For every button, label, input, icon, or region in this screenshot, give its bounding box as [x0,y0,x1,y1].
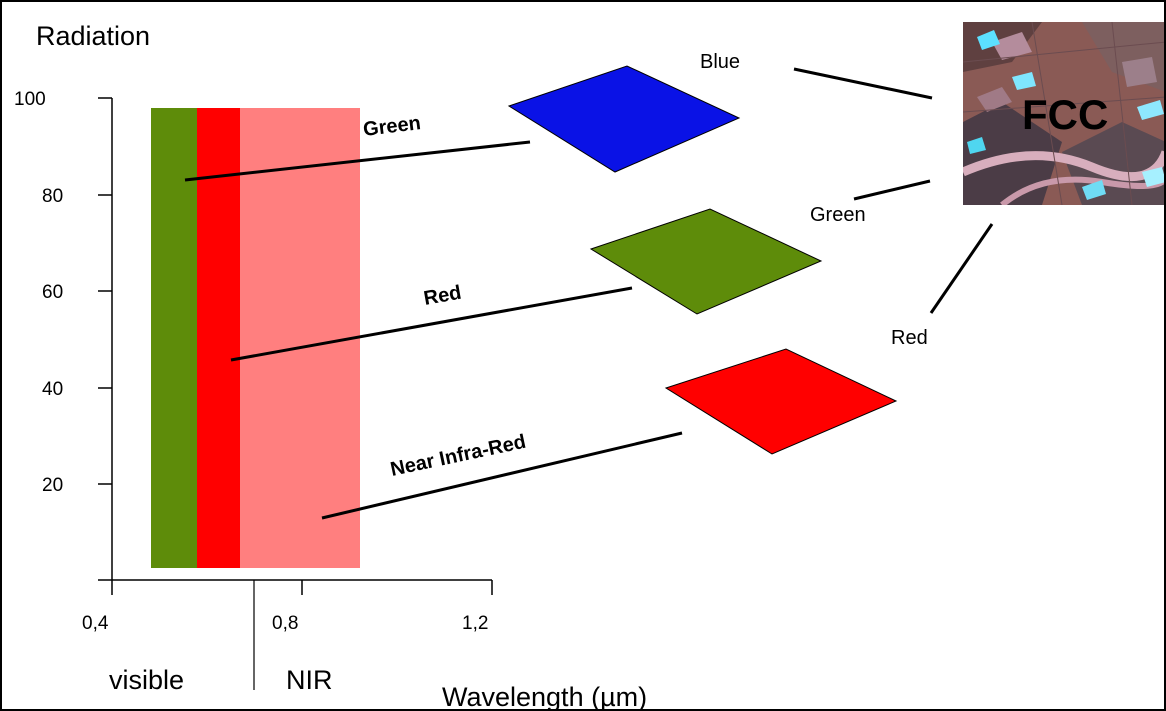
visible-region-label: visible [109,665,184,695]
y-tick-label-20: 20 [42,475,63,496]
green-band [151,108,197,568]
nir-band [240,108,360,568]
y-tick-label-80: 80 [42,186,63,207]
green-channel-label: Green [810,204,866,226]
green-band-label: Green [362,112,422,141]
red-band-label: Red [422,282,463,310]
y-tick-label-100: 100 [14,89,46,110]
fcc-label: FCC [1022,91,1108,138]
green-connector-line [184,140,531,182]
red-channel-label: Red [891,327,928,349]
nir-connector-line [321,431,683,520]
blue-fcc-connector [793,67,933,100]
x-tick-label-1-2: 1,2 [462,613,488,634]
red-fcc-connector [929,223,994,314]
green-fcc-connector [853,179,931,201]
y-axis-title: Radiation [36,21,150,51]
x-tick-label-0-4: 0,4 [82,613,109,634]
blue-channel-diamond [507,65,741,173]
x-axis-title: Wavelength (µm) [442,682,647,711]
fcc-image [963,22,1164,205]
red-connector-line [230,286,633,362]
red-band [197,108,240,568]
y-ticks [98,97,112,485]
y-tick-label-60: 60 [42,282,63,303]
green-channel-diamond [589,208,823,315]
y-tick-label-40: 40 [42,379,63,400]
red-channel-diamond [664,348,898,455]
blue-channel-label: Blue [700,51,740,73]
x-tick-label-0-8: 0,8 [272,613,298,634]
nir-region-label: NIR [286,665,333,695]
